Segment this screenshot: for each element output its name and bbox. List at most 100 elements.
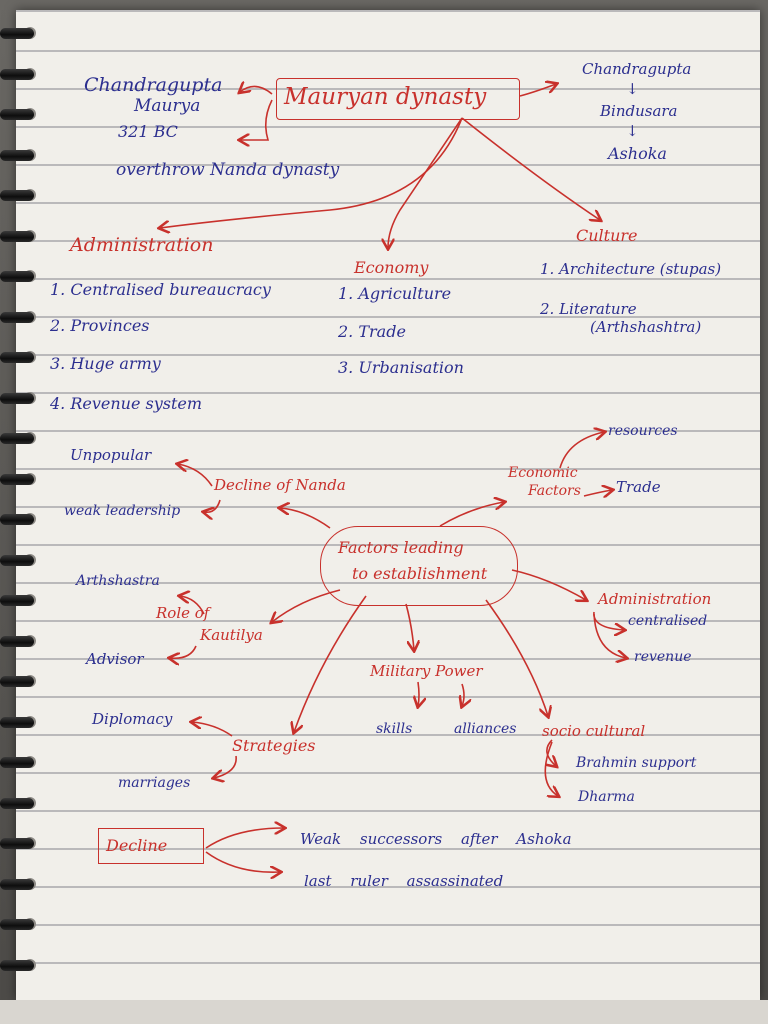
succession-3: Ashoka <box>608 144 667 163</box>
founder-year: 321 BC <box>118 122 178 141</box>
economy-item-3: 3. Urbanisation <box>338 358 464 377</box>
military-skills: skills <box>376 721 413 737</box>
binding-ring <box>0 149 34 161</box>
establishment-administration-label: Administration <box>598 590 712 608</box>
decline-box <box>98 828 204 864</box>
arrow-socio-to-dharma <box>544 741 558 796</box>
role-of-kautilya-label-line1: Role of <box>156 604 210 622</box>
arrow-economic-to-trade <box>583 490 612 496</box>
page-title: Mauryan dynasty <box>284 84 487 110</box>
arrow-admin-to-centralised <box>593 611 624 630</box>
arrow-center-to-economic <box>439 502 504 527</box>
arrow-title-to-culture <box>461 117 600 220</box>
arrow-center-to-socio-cultural <box>485 599 548 716</box>
arrow-admin-to-revenue <box>593 613 626 658</box>
arrow-center-to-kautilya <box>272 589 341 622</box>
economy-heading: Economy <box>354 258 429 277</box>
socio-brahmin-support: Brahmin support <box>576 755 697 771</box>
notebook-page <box>16 10 760 1000</box>
establishment-admin-centralised: centralised <box>628 613 708 629</box>
arrow-decline-to-successors <box>205 828 284 849</box>
binding-ring <box>0 352 34 363</box>
arrow-title-to-economy <box>388 117 463 248</box>
economic-factors-label-line2: Factors <box>528 483 581 499</box>
binding-ring <box>0 271 34 282</box>
strategies-diplomacy: Diplomacy <box>92 710 173 728</box>
binding-ring <box>0 878 34 890</box>
economic-factors-label-line1: Economic <box>508 465 578 481</box>
nanda-unpopular: Unpopular <box>70 446 152 464</box>
binding-ring <box>0 473 34 485</box>
binding-ring <box>0 797 34 809</box>
binding-ring <box>0 433 34 444</box>
arrow-center-to-strategies <box>294 595 367 732</box>
establishment-center-line1: Factors leading <box>338 538 464 557</box>
arrow-title-to-administration <box>160 117 463 228</box>
decline-weak-successors: Weak successors after Ashoka <box>300 830 572 848</box>
binding-ring <box>0 919 34 930</box>
decline-label: Decline <box>106 836 168 855</box>
founder-name-line1: Chandragupta <box>84 74 223 96</box>
succession-2: Bindusara <box>600 102 678 120</box>
nanda-weak-leadership: weak leadership <box>64 503 181 519</box>
administration-item-1: 1. Centralised bureaucracy <box>50 280 271 299</box>
arrow-center-to-military <box>405 603 414 650</box>
arrow-title-to-succession <box>519 84 556 97</box>
economy-item-2: 2. Trade <box>338 322 406 341</box>
title-box <box>276 78 520 120</box>
binding-ring <box>0 959 34 971</box>
binding-ring <box>0 838 34 849</box>
table-surface <box>0 1000 768 1024</box>
administration-item-4: 4. Revenue system <box>50 394 203 413</box>
binding-ring <box>0 676 34 687</box>
arrow-kautilya-to-advisor <box>170 645 197 658</box>
establishment-center-line2: to establishment <box>352 564 488 583</box>
strategies-marriages: marriages <box>118 775 191 791</box>
binding-ring <box>0 109 34 120</box>
binding-ring <box>0 68 34 80</box>
arrow-kautilya-to-arthshastra <box>180 596 205 615</box>
binding-ring <box>0 716 34 728</box>
binding-ring <box>0 595 34 606</box>
binding-ring <box>0 635 34 647</box>
decline-of-nanda-label: Decline of Nanda <box>214 476 346 494</box>
binding-ring <box>0 28 34 39</box>
arrow-nanda-to-weak-leadership <box>204 499 221 512</box>
binding-ring <box>0 514 34 525</box>
decline-last-ruler: last ruler assassinated <box>304 872 504 890</box>
binding-ring <box>0 190 34 201</box>
strategies-label: Strategies <box>232 736 316 755</box>
arrow-military-to-skills <box>418 681 419 706</box>
kautilya-arthshastra: Arthshastra <box>76 573 160 589</box>
economic-resources: resources <box>608 423 678 439</box>
culture-item-1: 1. Architecture (stupas) <box>540 260 722 278</box>
succession-arrow-2: ↓ <box>626 122 639 140</box>
arrow-center-to-administration <box>511 569 586 600</box>
arrow-economic-to-resources <box>559 432 604 469</box>
kautilya-advisor: Advisor <box>86 650 144 668</box>
binding-ring <box>0 230 34 242</box>
binding-ring <box>0 311 34 323</box>
arrow-military-to-alliances <box>462 683 464 706</box>
arrow-title-to-year <box>240 99 273 140</box>
establishment-cloud <box>320 526 518 606</box>
founder-name-line2: Maurya <box>134 96 201 116</box>
military-power-label: Military Power <box>370 662 483 680</box>
economic-trade: Trade <box>616 478 661 496</box>
binding-ring <box>0 554 34 566</box>
establishment-admin-revenue: revenue <box>634 649 692 665</box>
economy-item-1: 1. Agriculture <box>338 284 452 303</box>
succession-arrow-1: ↓ <box>626 80 639 98</box>
administration-item-3: 3. Huge army <box>50 354 161 373</box>
arrow-title-to-founder <box>240 86 273 95</box>
role-of-kautilya-label-line2: Kautilya <box>200 626 263 644</box>
military-alliances: alliances <box>454 721 517 737</box>
administration-heading: Administration <box>70 234 214 256</box>
culture-heading: Culture <box>576 226 638 245</box>
administration-item-2: 2. Provinces <box>50 316 150 335</box>
binding-ring <box>0 757 34 768</box>
socio-cultural-label: socio cultural <box>542 722 646 740</box>
socio-dharma: Dharma <box>578 789 635 805</box>
arrow-center-to-nanda <box>280 508 331 529</box>
